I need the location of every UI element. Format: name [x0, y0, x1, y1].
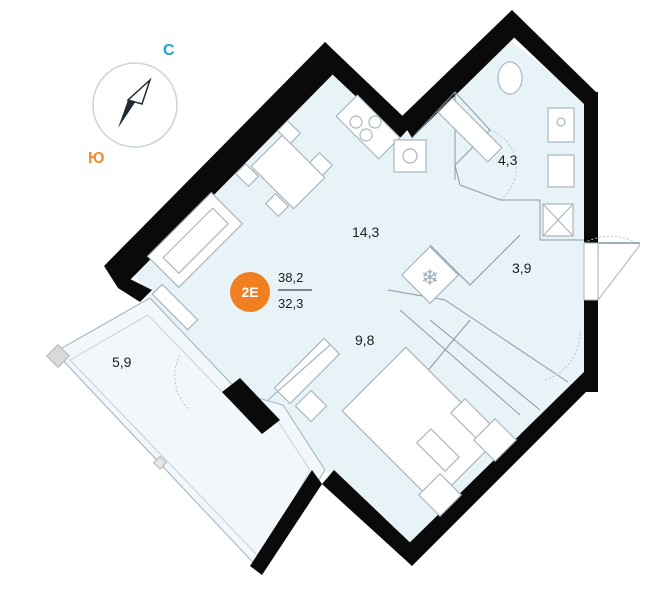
dining-table — [234, 119, 334, 218]
area-bedroom: 9,8 — [355, 332, 375, 348]
area-balcony: 5,9 — [112, 354, 132, 370]
window — [151, 283, 199, 331]
unit-code: 2E — [241, 284, 258, 300]
kitchen-unit: ❄ — [335, 94, 460, 305]
area-kitchen-living: 14,3 — [352, 224, 379, 240]
area-hallway: 3,9 — [512, 260, 532, 276]
unit-total-area: 38,2 — [278, 270, 303, 285]
unit-badge-circle — [230, 272, 270, 312]
compass: С Ю — [88, 42, 178, 167]
compass-north-letter: С — [163, 42, 175, 59]
unit-badge: 2E 38,2 32,3 — [230, 270, 312, 312]
compass-needle-light — [126, 77, 152, 105]
compass-ring — [92, 62, 178, 148]
svg-text:❄: ❄ — [421, 266, 439, 291]
unit-living-area: 32,3 — [278, 296, 303, 311]
balcony-post — [45, 343, 71, 369]
bathroom-fixtures — [437, 61, 575, 237]
exterior-walls — [104, 10, 598, 575]
entrance-door — [583, 242, 641, 301]
balcony-post-small — [152, 455, 168, 470]
sofa — [146, 191, 244, 289]
area-bathroom: 4,3 — [498, 152, 518, 168]
desk — [267, 337, 341, 423]
bed — [341, 346, 518, 518]
compass-south-letter: Ю — [88, 150, 105, 167]
